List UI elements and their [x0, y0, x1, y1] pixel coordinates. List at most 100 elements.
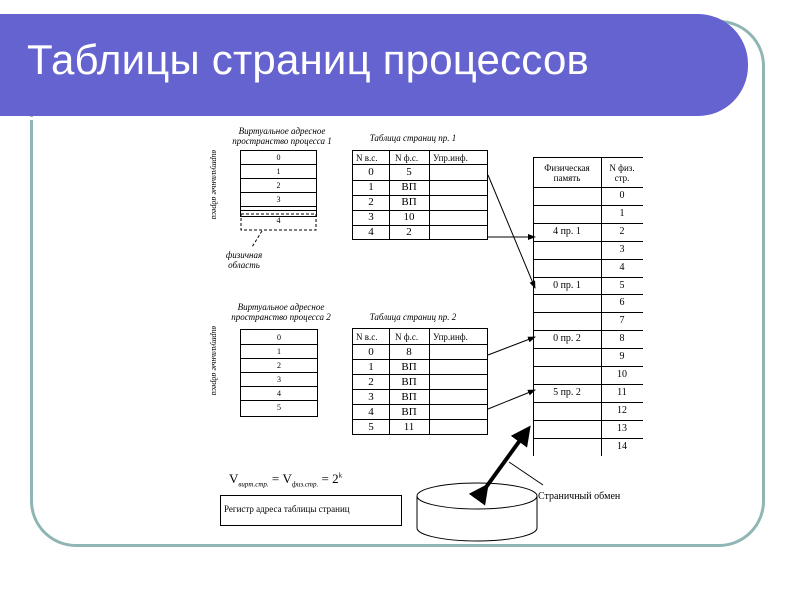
physmem-frame-number: 4 [619, 261, 625, 273]
physmem-row-line [533, 294, 643, 296]
pt2-vpage: 1 [368, 361, 374, 373]
swap-label-leader [508, 461, 544, 486]
physmem-row-line [533, 419, 643, 421]
formula-exp: k [338, 471, 343, 480]
vas1-page: 3 [276, 195, 281, 204]
physmem-frame-number: 13 [617, 422, 627, 434]
pt1-frame: ВП [401, 181, 417, 193]
formula-v2: V [282, 471, 292, 486]
physmem-row-line [533, 187, 643, 188]
pt2-frame: 8 [406, 346, 412, 358]
physmem-row-line [533, 348, 643, 350]
vas2-page: 1 [277, 347, 281, 356]
pt2-frame: 11 [403, 421, 415, 433]
vas2-page: 2 [277, 361, 281, 370]
vas1-page: 1 [276, 167, 281, 176]
physmem-frame-number: 12 [617, 404, 627, 416]
pt2-caption: Таблица страниц пр. 2 [369, 312, 457, 322]
physmem-row-line [533, 258, 643, 260]
physmem-frame-number: 7 [619, 315, 625, 327]
physmem-frame-number: 10 [617, 369, 627, 380]
page-table-1: N в.с. N ф.с. Упр.инф. 0 5 1 ВП 2 ВП 3 1… [352, 150, 488, 240]
formula-v1: V [229, 471, 239, 486]
title-underline [0, 117, 706, 120]
disk-icon [416, 482, 538, 542]
pt1-vpage: 3 [368, 211, 374, 223]
pt2-header: N ф.с. [395, 332, 419, 342]
pt1-header: N в.с. [356, 153, 378, 163]
vas1-page: 0 [276, 153, 281, 162]
formula-rhs: = 2 [318, 471, 339, 486]
pt2-frame: ВП [401, 361, 417, 373]
pt1-frame: 2 [406, 226, 412, 238]
physmem-row-line [533, 401, 643, 403]
formula-sub2: физ.стр. [291, 480, 319, 489]
physmem-frame-number: 11 [617, 386, 627, 398]
physmem-frame-content: 4 пр. 1 [553, 225, 581, 237]
pt1-frame: ВП [401, 196, 417, 208]
physmem-row-line [533, 222, 643, 224]
physmem-row-line [533, 312, 643, 314]
page-table-2: N в.с. N ф.с. Упр.инф. 0 8 1 ВП 2 ВП 3 В… [352, 328, 488, 435]
physmem-row-line [533, 276, 643, 278]
vas2-table: 0 1 2 3 4 5 [240, 329, 318, 417]
physmem-row-line [533, 330, 643, 332]
physmem-frame-number: 8 [619, 333, 625, 345]
title-bar [0, 14, 748, 120]
physmem-row-line [533, 204, 643, 206]
arrow-pt2-to-frame11 [487, 389, 536, 410]
vas1-table: 0 1 2 3 4 [240, 150, 317, 231]
physmem-frame-number: 1 [619, 207, 625, 219]
swap-arrow [468, 425, 531, 506]
vas2-page: 3 [277, 375, 281, 384]
page-table-register: Регистр адреса таблицы страниц [220, 495, 402, 526]
physmem-frame-number: 6 [619, 297, 625, 309]
vas1-page: 4 [276, 216, 281, 225]
physmem-frame-number: 0 [619, 190, 625, 201]
pt1-vpage: 2 [368, 196, 374, 208]
pt2-vpage: 0 [368, 346, 374, 358]
physmem-row-line [533, 366, 643, 367]
pt2-vpage: 2 [368, 376, 374, 388]
physmem-frame-content: 5 пр. 2 [553, 386, 581, 398]
physmem-frame-number: 14 [617, 440, 627, 452]
formula-eq: = [268, 471, 283, 486]
vas2-page: 0 [277, 333, 281, 342]
physmem-frame-number: 5 [619, 279, 625, 291]
vas1-page: 2 [276, 181, 281, 190]
physmem-frame-number: 9 [619, 351, 625, 363]
physmem-row-line [533, 383, 643, 385]
vas2-side-label: виртуальные адреса [210, 326, 219, 396]
pt1-frame: 5 [406, 166, 412, 178]
physmem-frame-content: 0 пр. 2 [553, 333, 581, 345]
vas2-page: 5 [277, 403, 281, 412]
pt2-header: Упр.инф. [433, 332, 468, 342]
arrow-pt2-to-frame8 [487, 336, 536, 356]
vas1-side-label: виртуальные адреса [210, 150, 219, 220]
pt2-vpage: 5 [368, 421, 374, 433]
pt1-caption: Таблица страниц пр. 1 [369, 133, 457, 143]
pt1-vpage: 0 [368, 166, 374, 178]
pt2-frame: ВП [401, 376, 417, 388]
physmem-frame-content: 0 пр. 1 [553, 279, 581, 291]
vas2-page: 4 [277, 389, 281, 398]
arrow-pt1-to-frame5 [487, 174, 536, 289]
page-size-formula: Vвирт.стр. = Vфиз.стр. = 2k [229, 471, 342, 489]
physmem-frame-header: N физ.стр. [609, 163, 635, 183]
physmem-frame-number: 3 [619, 243, 625, 255]
pt2-header: N в.с. [356, 332, 378, 342]
physmem-row-line [533, 437, 643, 439]
pt1-vpage: 1 [368, 181, 374, 193]
physmem-frame-number: 2 [619, 225, 625, 237]
pt2-frame: ВП [401, 406, 417, 418]
swap-label: Страничный обмен [538, 491, 621, 502]
pt2-vpage: 3 [368, 391, 374, 403]
physmem-row-line [533, 240, 643, 242]
pt1-vpage: 4 [368, 226, 374, 238]
pt2-vpage: 4 [368, 406, 374, 418]
